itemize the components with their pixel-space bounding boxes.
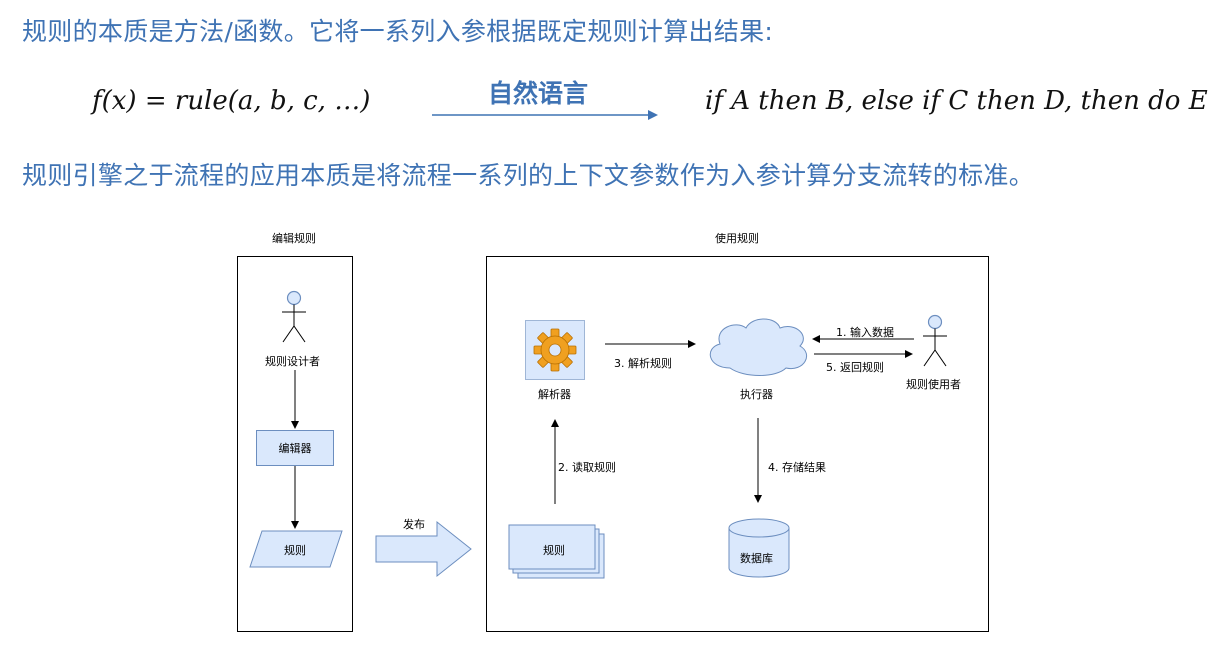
natural-language-label: 自然语言 bbox=[488, 79, 589, 108]
user-label: 规则使用者 bbox=[906, 378, 961, 391]
publish-label: 发布 bbox=[403, 518, 425, 531]
rules-label: 规则 bbox=[543, 544, 565, 557]
arrow-editor-to-rule bbox=[291, 466, 299, 529]
executor-label: 执行器 bbox=[740, 388, 773, 401]
publish-arrow bbox=[375, 520, 472, 578]
rules-stack-shape bbox=[508, 524, 605, 579]
parser-label: 解析器 bbox=[538, 388, 571, 401]
executor-cloud-shape bbox=[709, 318, 807, 376]
arrow-read-rules bbox=[551, 419, 559, 504]
natural-language-arrow bbox=[432, 110, 658, 120]
arrow-parse-rules bbox=[605, 340, 696, 348]
edit-panel-title: 编辑规则 bbox=[272, 232, 316, 245]
database-label: 数据库 bbox=[740, 552, 773, 565]
step4-label: 4. 存储结果 bbox=[768, 461, 826, 474]
arrows-executor-user bbox=[812, 335, 914, 358]
formula-left: f(x) = rule(a, b, c, …) bbox=[92, 86, 371, 116]
step1-label: 1. 输入数据 bbox=[836, 326, 894, 339]
use-panel-title: 使用规则 bbox=[715, 232, 759, 245]
step2-label: 2. 读取规则 bbox=[558, 461, 616, 474]
arrow-designer-to-editor bbox=[291, 370, 299, 429]
parser-node bbox=[525, 320, 585, 380]
formula-right: if A then B, else if C then D, then do E bbox=[705, 86, 1208, 116]
rule-document-shape bbox=[249, 530, 343, 568]
user-actor-icon bbox=[923, 314, 947, 367]
summary-line: 规则引擎之于流程的应用本质是将流程一系列的上下文参数作为入参计算分支流转的标准。 bbox=[22, 161, 1035, 190]
rule-label: 规则 bbox=[284, 544, 306, 557]
intro-line: 规则的本质是方法/函数。它将一系列入参根据既定规则计算出结果: bbox=[22, 17, 774, 46]
designer-label: 规则设计者 bbox=[265, 355, 320, 368]
database-cylinder-shape bbox=[728, 518, 790, 578]
designer-actor-icon bbox=[282, 290, 306, 343]
step5-label: 5. 返回规则 bbox=[826, 361, 884, 374]
arrow-store-results bbox=[754, 418, 762, 503]
step3-label: 3. 解析规则 bbox=[614, 357, 672, 370]
editor-node: 编辑器 bbox=[256, 430, 334, 466]
editor-label: 编辑器 bbox=[278, 442, 312, 455]
gear-icon bbox=[533, 328, 577, 372]
